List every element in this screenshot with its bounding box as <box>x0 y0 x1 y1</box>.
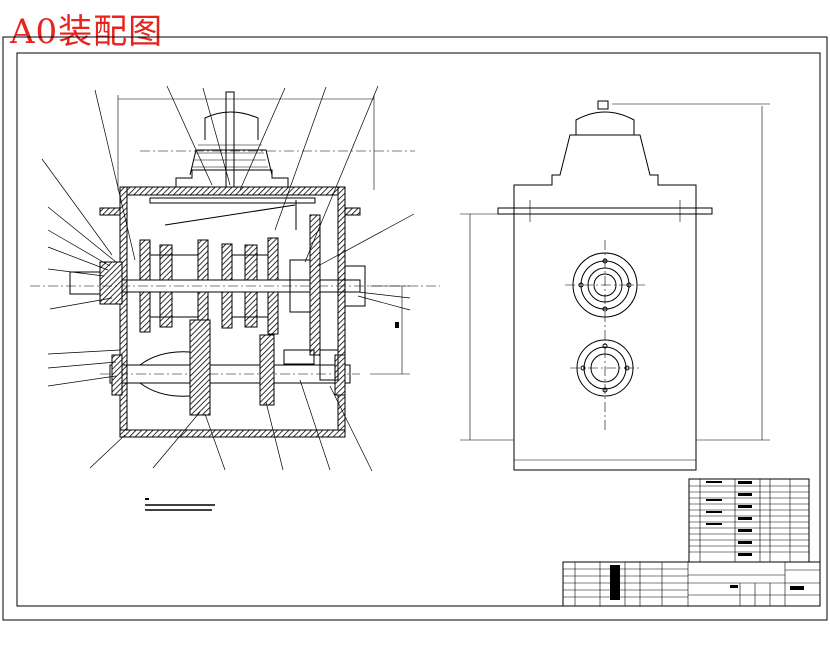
gearbox-section-view <box>30 91 440 438</box>
technical-note-marks <box>145 498 215 511</box>
gearbox-side-view <box>460 100 770 471</box>
drawing-title: A0装配图 <box>10 12 164 52</box>
sheet-frame <box>2 36 828 621</box>
part-callouts-left <box>41 85 415 472</box>
title-block <box>562 561 821 607</box>
parts-list-table <box>688 478 810 563</box>
